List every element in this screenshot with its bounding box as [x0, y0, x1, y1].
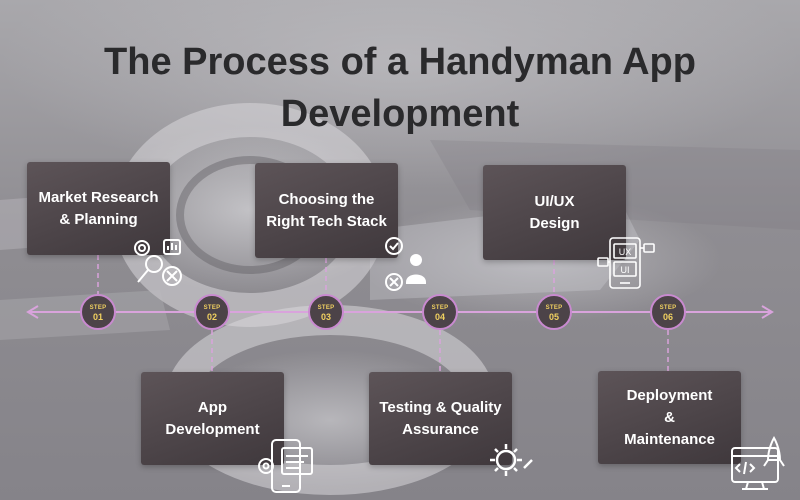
timeline-arrow-right	[761, 305, 774, 319]
research-analytics-icon	[134, 239, 182, 286]
step-box-text: Choosing the Right Tech Stack	[266, 190, 387, 230]
step-marker-04: STEP 04	[422, 294, 458, 330]
timeline-arrow-left	[26, 305, 39, 319]
step-box-text: App Development	[165, 398, 260, 438]
ux-icon-label: UX	[619, 247, 632, 257]
deployment-rocket-icon	[731, 436, 785, 490]
app-development-icon	[258, 439, 313, 493]
step-number: 01	[92, 312, 103, 322]
step-box-deployment: Deployment & Maintenance	[598, 371, 741, 464]
step-box-tech-stack: Choosing the Right Tech Stack	[255, 163, 398, 258]
step-label: STEP	[317, 305, 335, 311]
step-marker-01: STEP 01	[80, 294, 116, 330]
testing-gear-icon	[490, 444, 533, 476]
step-number: 02	[206, 312, 217, 322]
step-label: STEP	[659, 305, 677, 311]
step-box-text: Deployment & Maintenance	[624, 386, 715, 448]
step-box-app-development: App Development	[141, 372, 284, 465]
step-number: 03	[320, 312, 331, 322]
step-marker-02: STEP 02	[194, 294, 230, 330]
step-number: 04	[434, 312, 445, 322]
step-box-market-research: Market Research & Planning	[27, 162, 170, 255]
ui-icon-label: UI	[621, 265, 630, 275]
step-label: STEP	[431, 305, 449, 311]
step-label: STEP	[203, 305, 221, 311]
step-label: STEP	[545, 305, 563, 311]
page-title: The Process of a Handyman App Developmen…	[104, 41, 696, 135]
step-number: 05	[548, 312, 559, 322]
step-marker-06: STEP 06	[650, 294, 686, 330]
tech-choice-icon	[385, 237, 426, 291]
step-box-testing-qa: Testing & Quality Assurance	[369, 372, 512, 465]
step-number: 06	[662, 312, 673, 322]
step-box-text: Market Research & Planning	[38, 188, 159, 228]
step-label: STEP	[89, 305, 107, 311]
step-marker-05: STEP 05	[536, 294, 572, 330]
step-box-text: Testing & Quality Assurance	[379, 398, 502, 438]
step-marker-03: STEP 03	[308, 294, 344, 330]
step-box-ui-ux-design: UI/UX Design	[483, 165, 626, 260]
ui-ux-icon: UX UI	[597, 237, 655, 289]
step-box-text: UI/UX Design	[529, 192, 580, 232]
